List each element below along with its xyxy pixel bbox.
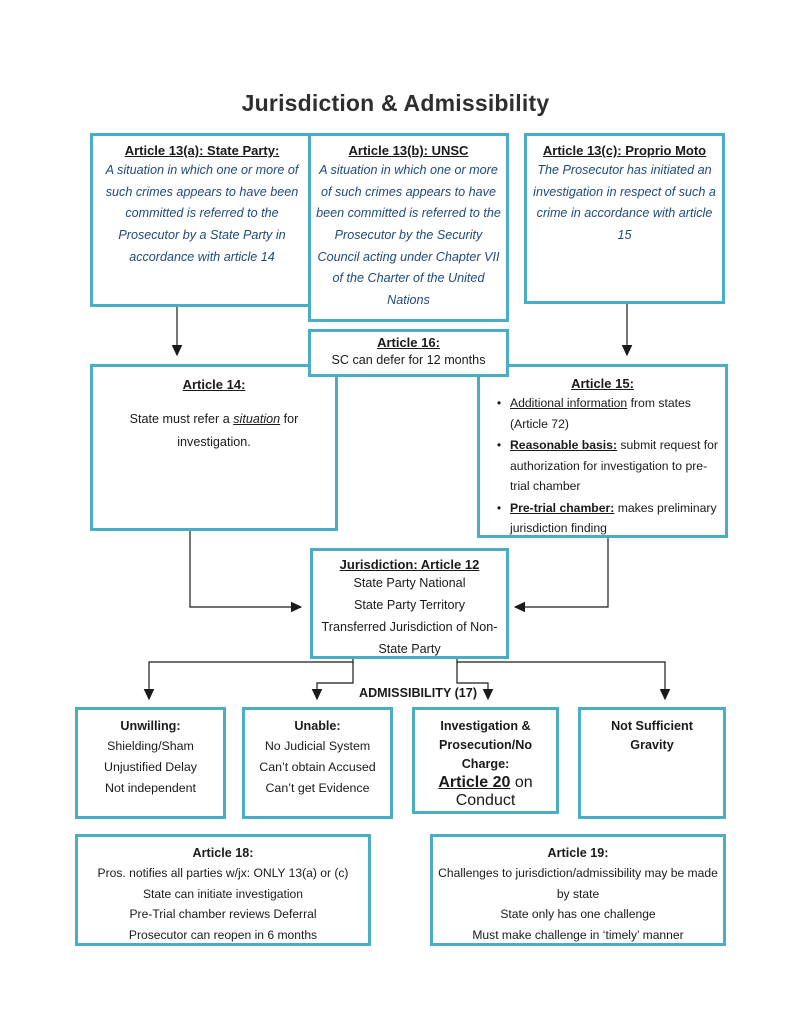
bullet-rest: makes preliminary jurisdiction finding bbox=[510, 500, 717, 536]
box-body: Article 20 on Conduct bbox=[415, 774, 556, 810]
line: Prosecutor can reopen in 6 months bbox=[128, 928, 318, 943]
emphasized-word: situation bbox=[233, 412, 281, 426]
box-article-13c: Article 13(c): Proprio Moto The Prosecut… bbox=[524, 133, 725, 304]
box-article-19: Article 19: Challenges to jurisdiction/a… bbox=[430, 834, 726, 946]
bullet-icon: • bbox=[496, 396, 502, 410]
box-heading: Unwilling: bbox=[120, 719, 181, 733]
box-heading: Article 18: bbox=[192, 846, 254, 860]
article-20-ref: Article 20 bbox=[438, 773, 511, 791]
line: Pros. notifies all parties w/jx: ONLY 13… bbox=[97, 865, 349, 880]
box-heading: Article 14: bbox=[182, 377, 246, 392]
box-lines: Pros. notifies all parties w/jx: ONLY 13… bbox=[78, 863, 368, 943]
box-jurisdiction-article-12: Jurisdiction: Article 12 State Party Nat… bbox=[310, 548, 509, 659]
body-text: for investigation. bbox=[177, 412, 299, 449]
line: State only has one challenge bbox=[500, 907, 656, 922]
line: No Judicial System bbox=[264, 738, 371, 753]
box-heading: Unable: bbox=[294, 719, 341, 733]
box-heading: Article 19: bbox=[547, 846, 609, 860]
box-body: A situation in which one or more of such… bbox=[105, 163, 299, 264]
box-heading: Article 15: bbox=[571, 376, 634, 391]
box-heading: Jurisdiction: Article 12 bbox=[339, 557, 480, 572]
line: Unjustified Delay bbox=[104, 759, 197, 774]
box-heading: Article 16: bbox=[377, 335, 440, 350]
bullet-text: Additional information from states (Arti… bbox=[510, 393, 719, 434]
bullet-item: • Pre-trial chamber: makes preliminary j… bbox=[488, 498, 719, 536]
line: Pre-Trial chamber reviews Deferral bbox=[129, 907, 317, 922]
line: Must make challenge in ‘timely’ manner bbox=[472, 928, 684, 943]
box-article-16: Article 16: SC can defer for 12 months bbox=[308, 329, 509, 377]
line: Not independent bbox=[105, 781, 196, 796]
branch-to-unwilling bbox=[143, 658, 354, 701]
line: Shielding/Sham bbox=[107, 738, 194, 753]
line: Challenges to jurisdiction/admissibility… bbox=[438, 865, 718, 901]
box-heading: Not Sufficient Gravity bbox=[611, 719, 693, 752]
line: State Party National bbox=[353, 576, 466, 590]
page-title: Jurisdiction & Admissibility bbox=[241, 90, 550, 116]
admissibility-label: ADMISSIBILITY (17) bbox=[358, 686, 478, 700]
box-article-13a: Article 13(a): State Party: A situation … bbox=[90, 133, 314, 307]
bullet-icon: • bbox=[496, 500, 502, 515]
box-body: SC can defer for 12 months bbox=[331, 353, 486, 367]
line: State can initiate investigation bbox=[142, 886, 303, 901]
bullet-item: • Reasonable basis: submit request for a… bbox=[488, 435, 719, 497]
body-text: State must refer a bbox=[129, 412, 234, 426]
box-article-13b: Article 13(b): UNSC A situation in which… bbox=[308, 133, 509, 322]
box-article-15: Article 15: • Additional information fro… bbox=[477, 364, 728, 538]
elbow-15-to-12 bbox=[513, 537, 609, 613]
body-text: on Conduct bbox=[455, 773, 533, 809]
box-heading: Article 13(a): State Party: bbox=[124, 143, 280, 158]
bullet-list: • Additional information from states (Ar… bbox=[480, 391, 725, 536]
bullet-lead: Reasonable basis: bbox=[510, 438, 618, 452]
bullet-lead: Pre-trial chamber: bbox=[510, 500, 615, 515]
line: State Party Territory bbox=[353, 598, 466, 613]
box-heading: Article 13(b): UNSC bbox=[348, 143, 469, 158]
bullet-item: • Additional information from states (Ar… bbox=[488, 393, 719, 434]
box-body: The Prosecutor has initiated an investig… bbox=[533, 163, 716, 242]
box-article-14: Article 14: State must refer a situation… bbox=[90, 364, 338, 531]
bullet-text: Pre-trial chamber: makes preliminary jur… bbox=[510, 498, 719, 536]
box-lines: Challenges to jurisdiction/admissibility… bbox=[433, 863, 723, 943]
elbow-14-to-12 bbox=[189, 530, 303, 613]
box-not-sufficient-gravity: Not Sufficient Gravity bbox=[578, 707, 726, 819]
bullet-icon: • bbox=[496, 438, 502, 452]
box-article-18: Article 18: Pros. notifies all parties w… bbox=[75, 834, 371, 946]
box-heading: Investigation & Prosecution/No Charge: bbox=[438, 719, 533, 771]
box-investigation-prosecution: Investigation & Prosecution/No Charge: A… bbox=[412, 707, 559, 814]
bullet-lead: Additional information bbox=[510, 396, 628, 410]
line: Can’t obtain Accused bbox=[259, 759, 376, 774]
bullet-rest: from states (Article 72) bbox=[510, 396, 691, 431]
line: Can’t get Evidence bbox=[265, 781, 370, 796]
bullet-text: Reasonable basis: submit request for aut… bbox=[510, 435, 719, 497]
line: Transferred Jurisdiction of Non-State Pa… bbox=[321, 620, 498, 657]
bullet-rest: submit request for authorization for inv… bbox=[510, 438, 718, 493]
box-body: A situation in which one or more of such… bbox=[316, 163, 501, 307]
box-heading: Article 13(c): Proprio Moto bbox=[542, 143, 707, 158]
box-body: State must refer a situation for investi… bbox=[93, 406, 335, 453]
